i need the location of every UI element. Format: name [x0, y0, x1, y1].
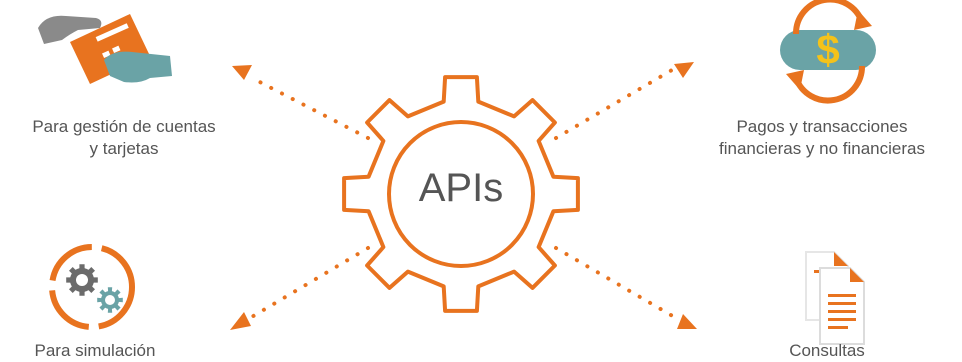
- queries-line-1: Consultas: [789, 341, 865, 360]
- simulation-line-1: Para simulación: [34, 341, 156, 360]
- connector-top-right: [554, 68, 674, 140]
- connector-top-left: [250, 76, 370, 140]
- svg-text:$: $: [816, 26, 839, 73]
- card-payment-icon: [38, 14, 172, 84]
- connector-bottom-right: [554, 246, 678, 320]
- arrowhead-top-left: [232, 65, 252, 80]
- gear-outline: [342, 75, 580, 313]
- payments-line-2: financieras y no financieras: [718, 139, 925, 158]
- connectors: [248, 68, 678, 320]
- payments-line-1: Pagos y transacciones: [736, 117, 908, 136]
- money-exchange-icon: $: [780, 0, 876, 104]
- arrowhead-bottom-left: [230, 312, 251, 330]
- arrowhead-bottom-right: [677, 314, 697, 329]
- category-label-queries: Consultas: [772, 340, 882, 362]
- documents-icon: [805, 251, 865, 345]
- category-label-simulation: Para simulación: [20, 340, 170, 362]
- connector-bottom-left: [248, 246, 370, 320]
- accounts-line-1: Para gestión de cuentas: [32, 117, 216, 136]
- accounts-line-2: y tarjetas: [89, 139, 159, 158]
- gear-icon: [342, 75, 580, 313]
- category-label-payments: Pagos y transacciones financieras y no f…: [692, 116, 952, 160]
- arrowheads: [230, 62, 697, 330]
- gear-inner-ring: [387, 120, 535, 268]
- arrowhead-top-right: [674, 62, 694, 78]
- category-label-accounts: Para gestión de cuentas y tarjetas: [4, 116, 244, 160]
- gears-cycle-icon: [49, 244, 135, 330]
- apis-label: APIs: [418, 166, 504, 210]
